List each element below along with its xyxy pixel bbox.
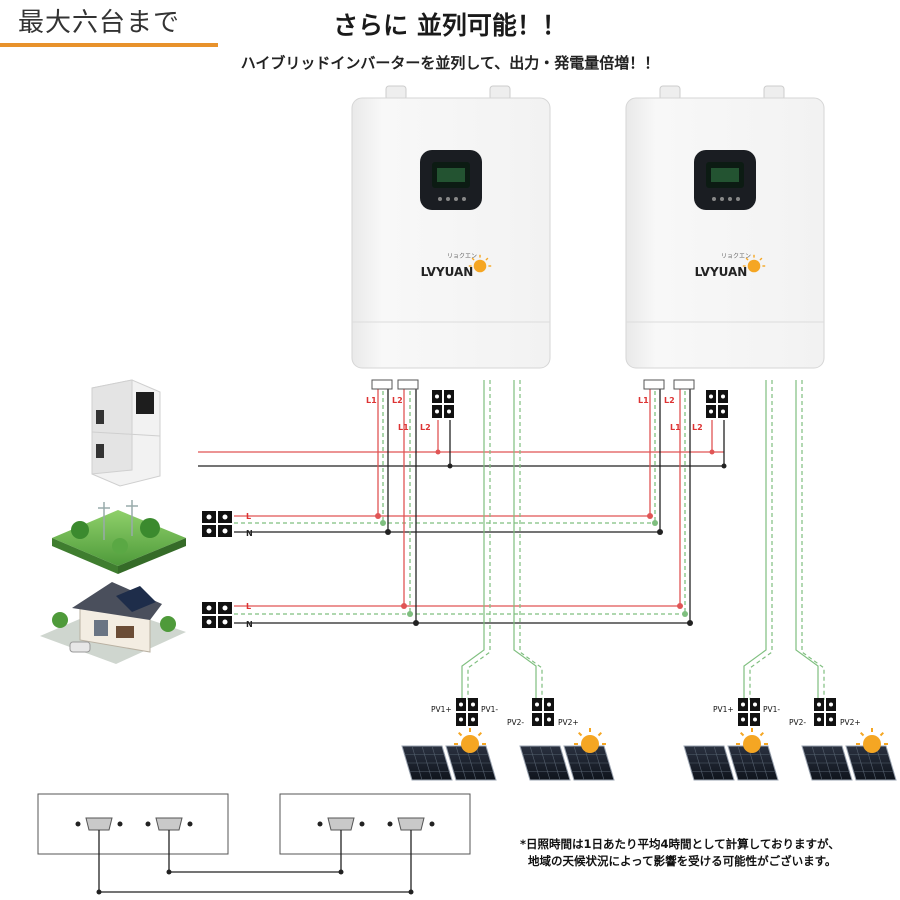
footnote-line-2: 地域の天候状況によって影響を受ける可能性がございます。 (528, 854, 837, 868)
inverter-2-brand-kana: リョクエン (721, 253, 751, 260)
inverter-1: LVYUAN リョクエン (351, 85, 551, 369)
solar-panel-array-3 (684, 746, 778, 780)
battery-breaker-1 (432, 390, 454, 418)
pv2-minus-label-2: PV2- (789, 718, 806, 727)
inverter-1-l2-label: L2 (392, 396, 403, 405)
solar-panel-array-4 (802, 746, 896, 780)
solar-panel-array-2 (520, 746, 614, 780)
pv-breaker-1a (456, 698, 478, 726)
pv-breaker-2b (814, 698, 836, 726)
inverter-2-l2-label-lower: L2 (692, 423, 703, 432)
inverter-2-l2-label: L2 (664, 396, 675, 405)
inverter-2-l1-label-lower: L1 (670, 423, 681, 432)
pv-breaker-2a (738, 698, 760, 726)
battery-breaker-2 (706, 390, 728, 418)
pv2-plus-label-1: PV2+ (558, 718, 579, 727)
inverter-1-l2-label-lower: L2 (420, 423, 431, 432)
inverter-2-brand: LVYUAN (695, 265, 748, 279)
junction-dots (375, 449, 727, 626)
inverter-1-l1-label: L1 (366, 396, 377, 405)
footnote-line-1: *日照時間は1日あたり平均4時間として計算しておりますが、 (520, 837, 840, 851)
inverter-2-l1-label: L1 (638, 396, 649, 405)
pv1-minus-label-1: PV1- (481, 705, 498, 714)
inverter-2: LVYUAN リョクエン (625, 85, 825, 369)
solar-panel-array-1 (402, 746, 496, 780)
grid-neutral-label: N (246, 529, 253, 538)
page-title: さらに 並列可能！！ (333, 11, 567, 40)
max-six-units-tag: 最大六台まで (18, 7, 181, 37)
parallel-communication (37, 793, 471, 895)
grid-breaker (202, 511, 232, 537)
pv-breaker-1b (532, 698, 554, 726)
ac-terminals (371, 379, 695, 390)
inverter-1-brand: LVYUAN (421, 265, 474, 279)
battery-unit (91, 379, 161, 487)
load-neutral-label: N (246, 620, 253, 629)
pv1-plus-label-1: PV1+ (431, 705, 452, 714)
load-breaker (202, 602, 232, 628)
ac-wiring (198, 384, 725, 624)
utility-grid-scene (52, 500, 186, 574)
page-subtitle: ハイブリッドインバーターを並列して、出力・発電量倍増！！ (240, 54, 660, 72)
grid-live-label: L (246, 512, 251, 521)
pv1-minus-label-2: PV1- (763, 705, 780, 714)
pv2-plus-label-2: PV2+ (840, 718, 861, 727)
inverter-1-l1-label-lower: L1 (398, 423, 409, 432)
tag-underline (0, 43, 218, 47)
footnote: *日照時間は1日あたり平均4時間として計算しておりますが、 地域の天候状況によっ… (520, 836, 900, 870)
pv-wiring (461, 380, 825, 700)
load-live-label: L (246, 602, 251, 611)
inverter-1-brand-kana: リョクエン (447, 253, 477, 260)
house-scene (40, 582, 186, 664)
pv1-plus-label-2: PV1+ (713, 705, 734, 714)
pv2-minus-label-1: PV2- (507, 718, 524, 727)
